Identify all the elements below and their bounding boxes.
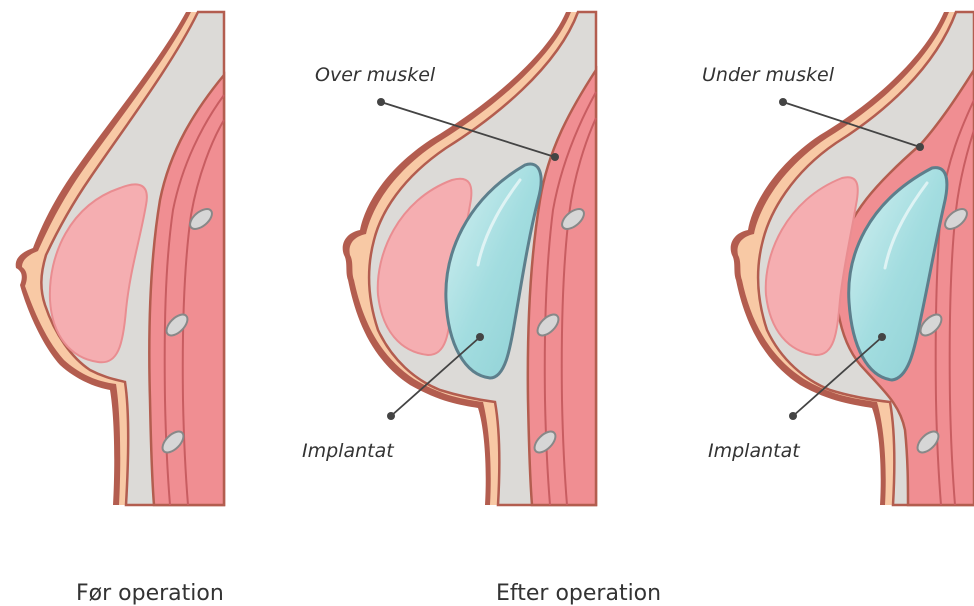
before-panel	[16, 12, 224, 505]
implant-label-right: Implantat	[708, 440, 800, 462]
over-muscle-label: Over muskel	[315, 64, 435, 86]
before-caption: Før operation	[76, 581, 224, 606]
after-caption: Efter operation	[496, 581, 661, 606]
implant-label-middle: Implantat	[302, 440, 394, 462]
under-muscle-label: Under muskel	[702, 64, 834, 86]
